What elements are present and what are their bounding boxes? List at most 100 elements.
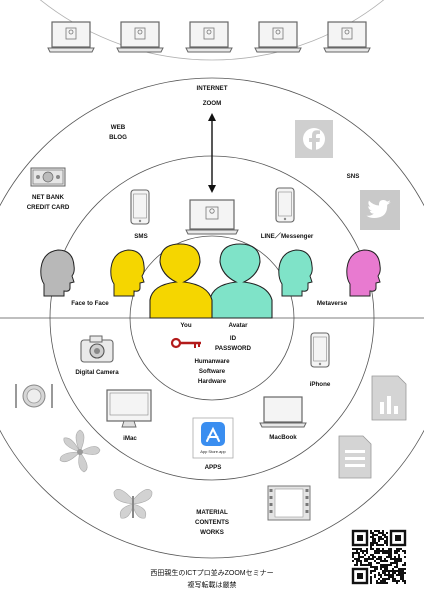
qr-cell: [386, 564, 388, 566]
qr-cell: [374, 568, 376, 570]
qr-cell: [380, 544, 382, 546]
qr-cell: [352, 560, 354, 562]
qr-cell: [386, 550, 388, 552]
qr-cell: [394, 580, 396, 582]
qr-cell: [396, 564, 398, 566]
sns-label: SNS: [347, 173, 360, 180]
qr-cell: [384, 566, 386, 568]
qr-cell: [370, 546, 372, 548]
qr-cell: [388, 556, 390, 558]
qr-cell: [390, 556, 392, 558]
qr-cell: [380, 582, 382, 584]
laptop-icon: [259, 396, 307, 428]
qr-cell: [390, 554, 392, 556]
document-icon: [338, 435, 372, 479]
qr-cell: [356, 558, 358, 560]
qr-cell: [366, 548, 368, 550]
qr-cell: [394, 550, 396, 552]
qr-cell: [378, 538, 380, 540]
flower-icon: [59, 429, 101, 473]
qr-cell: [366, 560, 368, 562]
qr-cell: [370, 536, 372, 538]
qr-cell: [398, 556, 400, 558]
works-label: WORKS: [200, 529, 224, 536]
qr-cell: [374, 556, 376, 558]
qr-cell: [372, 534, 374, 536]
qr-cell: [382, 572, 384, 574]
qr-cell: [362, 556, 364, 558]
qr-cell: [362, 550, 364, 552]
qr-cell: [376, 580, 378, 582]
qr-cell: [404, 550, 406, 552]
qr-cell: [394, 566, 396, 568]
qr-cell: [354, 548, 356, 550]
qr-cell: [400, 572, 402, 574]
qr-cell: [360, 550, 362, 552]
qr-cell: [396, 560, 398, 562]
qr-cell: [364, 560, 366, 562]
qr-cell: [354, 564, 356, 566]
qr-cell: [386, 582, 388, 584]
qr-cell: [376, 558, 378, 560]
qr-cell: [386, 542, 388, 544]
qr-cell: [358, 560, 360, 562]
twitter-icon: [360, 190, 400, 230]
qr-cell: [392, 580, 394, 582]
qr-cell: [370, 562, 372, 564]
qr-cell: [388, 578, 390, 580]
qr-cell: [378, 550, 380, 552]
qr-cell: [364, 564, 366, 566]
internet-label: INTERNET: [197, 85, 228, 92]
qr-cell: [378, 562, 380, 564]
qr-cell: [364, 558, 366, 560]
qr-cell: [390, 548, 392, 550]
phone-icon: [310, 332, 330, 368]
qr-cell: [378, 536, 380, 538]
qr-cell: [374, 542, 376, 544]
qr-cell: [398, 568, 400, 570]
imac-label: iMac: [123, 435, 137, 442]
qr-cell: [398, 560, 400, 562]
qr-code-icon: [351, 529, 407, 585]
qr-cell: [380, 538, 382, 540]
qr-cell: [394, 560, 396, 562]
qr-cell: [378, 530, 380, 532]
internet-ring: [39, 0, 385, 61]
qr-cell: [356, 550, 358, 552]
qr-cell: [378, 544, 380, 546]
digital-camera-label: Digital Camera: [75, 369, 119, 376]
qr-cell: [382, 570, 384, 572]
qr-cell: [388, 548, 390, 550]
qr-cell: [354, 552, 356, 554]
qr-cell: [374, 576, 376, 578]
qr-cell: [388, 572, 390, 574]
qr-cell: [396, 550, 398, 552]
qr-cell: [376, 548, 378, 550]
qr-cell: [372, 566, 374, 568]
qr-cell: [390, 570, 392, 572]
line-messenger-label: LINE／Messenger: [261, 232, 314, 240]
qr-cell: [380, 568, 382, 570]
contents-label: CONTENTS: [195, 519, 229, 526]
qr-cell: [402, 576, 404, 578]
qr-cell: [352, 554, 354, 556]
qr-cell: [388, 554, 390, 556]
qr-cell: [396, 582, 398, 584]
qr-cell: [370, 576, 372, 578]
app-store-caption: App Store.app: [200, 449, 226, 454]
qr-cell: [378, 574, 380, 576]
qr-cell: [402, 574, 404, 576]
qr-cell: [398, 570, 400, 572]
qr-cell: [384, 568, 386, 570]
qr-cell: [360, 562, 362, 564]
qr-cell: [376, 552, 378, 554]
qr-cell: [404, 552, 406, 554]
qr-cell: [358, 554, 360, 556]
qr-cell: [384, 550, 386, 552]
qr-cell: [378, 540, 380, 542]
qr-cell: [374, 550, 376, 552]
qr-cell: [404, 556, 406, 558]
phone-icon: [130, 189, 150, 225]
qr-cell: [404, 572, 406, 574]
